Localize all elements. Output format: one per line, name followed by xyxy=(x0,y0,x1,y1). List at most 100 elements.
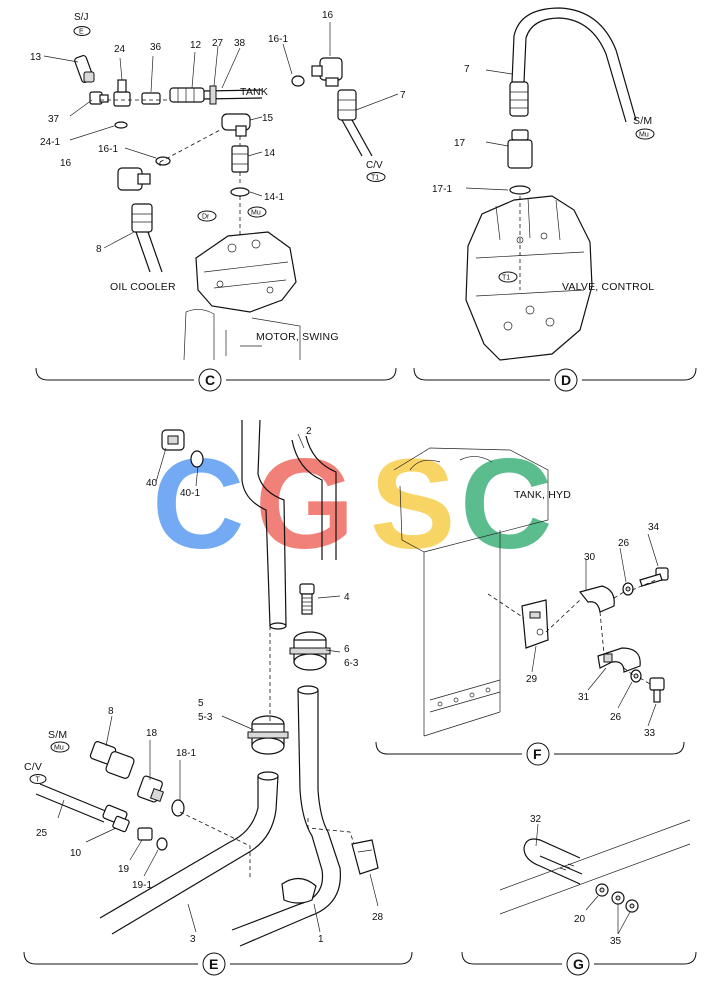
tag-t-e: T xyxy=(29,774,47,784)
part-16-1-oring-a xyxy=(291,75,305,87)
part-13-fitting xyxy=(74,54,95,84)
caption-sm-e: S/M xyxy=(48,729,67,741)
callout-32: 32 xyxy=(530,814,542,825)
callout-29: 29 xyxy=(526,674,538,685)
tag-mu-d-text: Mu xyxy=(639,132,649,139)
section-f: TANK, HYD 34 30 26 29 31 26 33 F xyxy=(375,447,685,766)
caption-oil-cooler: OIL COOLER xyxy=(110,281,176,293)
callout-16-1-mid: 16-1 xyxy=(98,144,118,155)
part-31-clamp xyxy=(597,647,641,673)
part-26-washer-top xyxy=(622,582,634,596)
tag-mu-e: Mu xyxy=(50,741,70,753)
part-20-washer xyxy=(595,883,609,897)
watermark-letter-c2: C xyxy=(460,433,552,576)
section-f-label: F xyxy=(533,746,542,762)
tag-mu-text: Mu xyxy=(251,210,261,217)
callout-8-e: 8 xyxy=(108,706,114,717)
part-37-elbow xyxy=(89,91,109,105)
section-d: Mu T1 7 17 17-1 S/M VALVE, CONTROL D xyxy=(413,7,697,392)
callout-16-top: 16 xyxy=(322,10,334,21)
watermark: C G S C xyxy=(152,433,552,576)
callout-17: 17 xyxy=(454,138,466,149)
part-8-hose-c xyxy=(131,203,163,273)
part-28-clip xyxy=(351,839,379,875)
part-14-adapter xyxy=(231,145,249,173)
part-34-bolt xyxy=(639,567,669,587)
callout-37: 37 xyxy=(48,114,60,125)
callout-18-1: 18-1 xyxy=(176,748,196,759)
section-g-label: G xyxy=(573,956,584,972)
part-19-adapter xyxy=(137,827,153,841)
callout-40: 40 xyxy=(146,478,158,489)
callout-18: 18 xyxy=(146,728,158,739)
callout-30: 30 xyxy=(584,552,596,563)
part-7-hose-d xyxy=(509,7,637,123)
tag-t-e-text: T xyxy=(36,777,41,784)
callout-20: 20 xyxy=(574,914,586,925)
callout-19: 19 xyxy=(118,864,130,875)
part-16-elbow-left xyxy=(117,167,151,191)
section-d-label: D xyxy=(561,372,571,388)
part-35-nuts xyxy=(611,891,639,913)
swing-motor xyxy=(183,231,301,361)
callout-19-1: 19-1 xyxy=(132,880,152,891)
part-40-1-oring xyxy=(190,450,204,468)
callout-26-bottom: 26 xyxy=(610,712,622,723)
tag-t1-c: T1 xyxy=(366,172,386,182)
section-g: 32 20 35 G xyxy=(461,814,697,976)
tag-e: E xyxy=(73,26,91,36)
part-14-1-oring xyxy=(230,187,250,197)
callout-2: 2 xyxy=(306,426,312,437)
callout-5: 5 xyxy=(198,698,204,709)
callout-33: 33 xyxy=(644,728,656,739)
callout-14: 14 xyxy=(264,148,276,159)
part-18-1-oring xyxy=(171,799,185,817)
part-16-1-oring-b xyxy=(155,156,171,166)
callout-4: 4 xyxy=(344,592,350,603)
part-36-adapter xyxy=(141,92,161,105)
callout-14-1: 14-1 xyxy=(264,192,284,203)
tag-mu-e-text: Mu xyxy=(54,745,64,752)
caption-motor-swing: MOTOR, SWING xyxy=(256,331,339,343)
tag-t1-text: T1 xyxy=(371,175,379,182)
control-valve xyxy=(465,195,593,361)
callout-31: 31 xyxy=(578,692,590,703)
part-4-bolt xyxy=(299,583,315,615)
part-24-1-oring xyxy=(114,121,128,129)
callout-16-1-top: 16-1 xyxy=(268,34,288,45)
callout-36: 36 xyxy=(150,42,162,53)
tag-dr: Dr xyxy=(197,210,217,222)
caption-cv-e: C/V xyxy=(24,761,42,773)
part-15-tee xyxy=(221,113,251,137)
callout-10: 10 xyxy=(70,848,82,859)
part-12-hose-end xyxy=(169,85,263,105)
caption-tank-c: TANK xyxy=(240,86,268,98)
callout-17-1: 17-1 xyxy=(432,184,452,195)
callout-6-3: 6-3 xyxy=(344,658,359,669)
part-30-clamp xyxy=(578,585,615,613)
callout-sj: S/J xyxy=(74,12,88,23)
part-24-tee xyxy=(113,79,131,107)
part-1-pipe xyxy=(231,685,342,947)
caption-tank-hyd: TANK, HYD xyxy=(514,489,571,501)
part-16-elbow-top xyxy=(311,57,343,87)
part-29-bracket xyxy=(521,599,549,649)
part-2-pipe xyxy=(241,419,337,630)
callout-5-3: 5-3 xyxy=(198,712,213,723)
part-3-pipe xyxy=(99,771,317,935)
part-10-nut xyxy=(112,815,130,833)
part-6-clamp xyxy=(289,631,331,671)
callout-38: 38 xyxy=(234,38,246,49)
part-5-clamp xyxy=(247,715,289,755)
part-33-bolt xyxy=(649,677,665,703)
section-c: E T1 Dr Mu S/J 13 24 36 12 27 38 16-1 16… xyxy=(30,10,406,392)
tag-e-text: E xyxy=(79,29,84,36)
part-19-1-oring xyxy=(156,837,168,851)
part-7-hose-c xyxy=(337,89,373,157)
callout-40-1: 40-1 xyxy=(180,488,200,499)
tag-mu-c: Mu xyxy=(247,206,267,218)
callout-3: 3 xyxy=(190,934,196,945)
part-40-plug xyxy=(161,429,185,451)
tag-mu-d: Mu xyxy=(635,128,655,140)
